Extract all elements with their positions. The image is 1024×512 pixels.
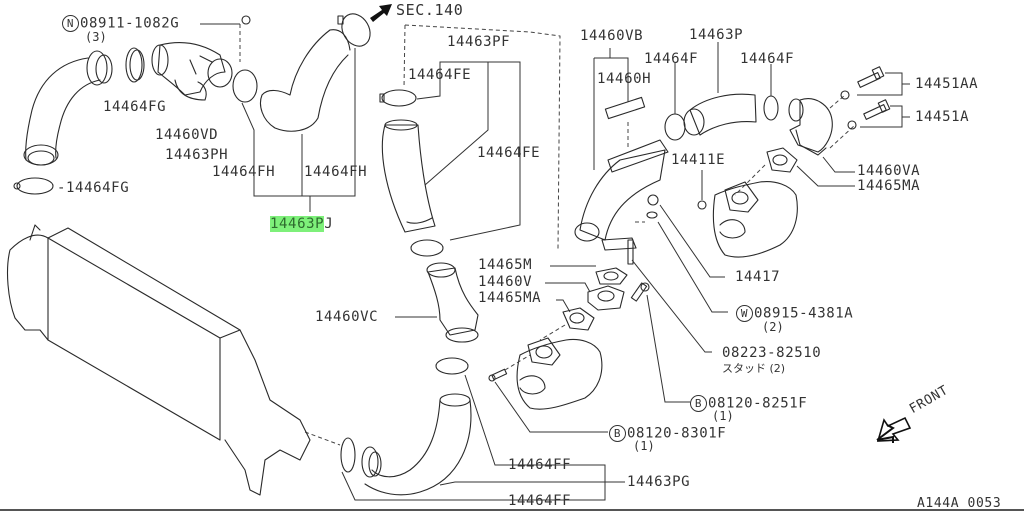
nut-14417: [647, 194, 659, 206]
elbow-14460VD: [151, 15, 251, 101]
clamp-14464FE-lower: [410, 239, 444, 257]
section-arrow-icon: [370, 4, 392, 22]
clamp-14464FG-lower: [13, 177, 54, 195]
turbocharger-lower: [516, 337, 603, 410]
qty-08120-8301F: (1): [633, 439, 655, 453]
qty-08915: (2): [762, 320, 784, 334]
bottom-divider: [0, 509, 1024, 511]
label-14464FE-lower[interactable]: 14464FE: [477, 145, 541, 161]
label-14465MA-upper[interactable]: 14465MA: [857, 178, 921, 194]
clamp-14464FG-upper: [125, 47, 145, 83]
clamp-14464FH-top: [337, 13, 371, 47]
label-14411E[interactable]: 14411E: [671, 152, 726, 168]
clamp-14464F-left: [664, 113, 686, 141]
clamp-14464FF-lower: [340, 437, 356, 473]
label-14451A[interactable]: 14451A: [915, 109, 970, 125]
figure-code: A144A 0053: [917, 496, 1002, 511]
label-14463PG[interactable]: 14463PG: [627, 474, 691, 490]
nut-14411E: [697, 200, 707, 210]
label-14460VD[interactable]: 14460VD: [155, 127, 219, 143]
pipe-14460VC: [426, 262, 479, 343]
hose-14463PH: [23, 50, 113, 166]
label-14464FG-upper[interactable]: 14464FG: [103, 99, 167, 115]
label-sec-140[interactable]: SEC.140: [396, 1, 464, 19]
gasket-14465MA-upper: [766, 147, 798, 173]
label-14460VA[interactable]: 14460VA: [857, 163, 921, 179]
bolt-08120-8251F: [630, 282, 650, 302]
label-14465M[interactable]: 14465M: [478, 257, 533, 273]
label-14460VC[interactable]: 14460VC: [315, 309, 379, 325]
label-14451AA[interactable]: 14451AA: [915, 76, 979, 92]
clamp-14464FF-upper: [435, 357, 469, 375]
label-08223-82510[interactable]: 08223-82510: [722, 345, 822, 361]
stud-note: スタッド (2): [722, 362, 786, 375]
turbocharger-upper: [712, 181, 798, 258]
label-14460H[interactable]: 14460H: [597, 71, 652, 87]
label-14464FH-left[interactable]: 14464FH: [212, 164, 276, 180]
hose-14463PF: [379, 89, 436, 233]
hose-14463PG: [361, 393, 472, 496]
prefix-n-icon: N: [62, 15, 79, 32]
stud-08223-82510: [627, 239, 634, 265]
label-14464FG-lower[interactable]: -14464FG: [57, 180, 130, 196]
label-14464FH-right[interactable]: 14464FH: [304, 164, 368, 180]
prefix-w-icon: W: [736, 305, 753, 322]
bolt-14451AA: [840, 66, 885, 100]
front-arrow-outline: [876, 416, 912, 442]
hose-14463P: [683, 93, 757, 136]
washer-08915: [646, 211, 658, 219]
prefix-b-icon: B: [690, 395, 707, 412]
label-14464FE-upper[interactable]: 14464FE: [408, 67, 472, 83]
label-14460V[interactable]: 14460V: [478, 274, 533, 290]
prefix-b-icon: B: [609, 425, 626, 442]
label-14463PJ-highlighted[interactable]: 14463PJ: [270, 216, 334, 232]
clamp-14464FH-left: [232, 69, 258, 103]
bolt-14451A: [847, 99, 891, 130]
label-14463P[interactable]: 14463P: [689, 27, 744, 43]
hose-14463PJ: [259, 29, 351, 132]
gasket-14465M: [595, 267, 628, 285]
gasket-14465MA-lower: [562, 307, 595, 331]
label-14464FF-lower[interactable]: 14464FF: [508, 493, 572, 509]
label-14463PF[interactable]: 14463PF: [447, 34, 511, 50]
qty-08120-8251F: (1): [712, 409, 734, 423]
clamp-14464F-right: [763, 95, 779, 121]
flange-14460V: [587, 285, 625, 311]
pipe-14460VB: [574, 96, 669, 251]
label-14464F-left[interactable]: 14464F: [644, 51, 699, 67]
label-14464FF-upper[interactable]: 14464FF: [508, 457, 572, 473]
elbow-14460VA: [788, 98, 833, 156]
label-14464F-right[interactable]: 14464F: [740, 51, 795, 67]
intercooler: [6, 224, 311, 496]
label-14465MA-lower[interactable]: 14465MA: [478, 290, 542, 306]
label-14463PH[interactable]: 14463PH: [165, 147, 229, 163]
label-14460VB[interactable]: 14460VB: [580, 28, 644, 44]
bolt-08120-8301F: [488, 368, 508, 382]
qty-08911: (3): [85, 30, 107, 44]
label-14417[interactable]: 14417: [735, 269, 781, 285]
